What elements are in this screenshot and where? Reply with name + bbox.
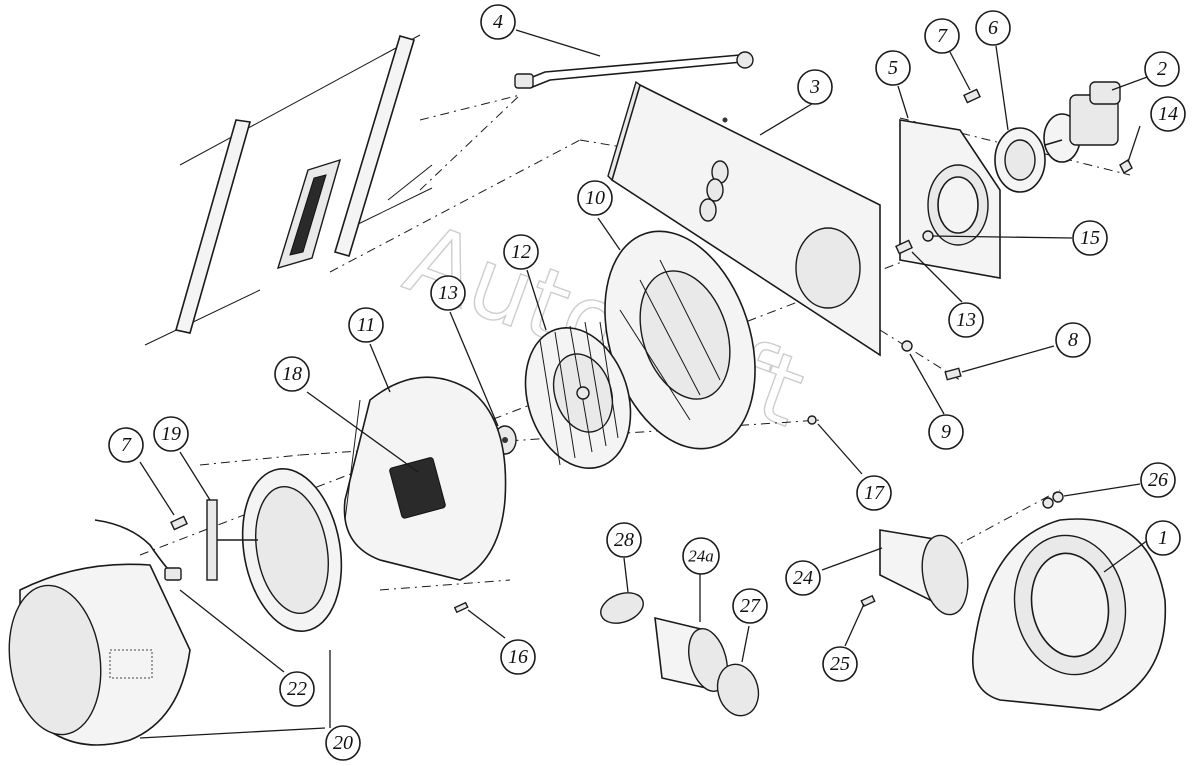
leader-lines: [139, 29, 1151, 739]
callout-18: 17: [856, 475, 892, 511]
callout-25: 25: [822, 646, 858, 682]
part-28-clamp: [600, 592, 644, 624]
callout-24: 24: [785, 560, 821, 596]
svg-text:27: 27: [740, 595, 761, 617]
svg-text:24a: 24a: [688, 547, 714, 566]
part-24a-coupling: [654, 616, 728, 692]
part-11-housing-front: [343, 376, 507, 581]
callout-27: 27: [732, 588, 768, 624]
callout-19: 18: [274, 356, 310, 392]
callout-26: 26: [1140, 462, 1176, 498]
svg-text:14: 14: [1158, 103, 1178, 125]
callout-12: 12: [503, 234, 539, 270]
callout-28: 28: [606, 522, 642, 558]
callout-16: 15: [1072, 220, 1108, 256]
svg-text:25: 25: [830, 653, 850, 675]
part-24-adaptor: [879, 529, 969, 616]
svg-text:5: 5: [888, 57, 898, 79]
svg-text:13: 13: [956, 309, 976, 331]
svg-text:1: 1: [1158, 527, 1168, 549]
part-3-mounting-plate: [607, 80, 881, 357]
callout-2: 2: [1144, 51, 1180, 87]
part-10-housing-back: [604, 230, 756, 450]
part-12-blower-wheel: [524, 321, 632, 469]
svg-text:4: 4: [493, 11, 503, 33]
svg-text:7: 7: [937, 25, 948, 47]
part-6-gasket: [994, 127, 1046, 193]
svg-text:24: 24: [793, 567, 813, 589]
callout-10: 10: [577, 180, 613, 216]
callout-20: 19: [153, 416, 189, 452]
svg-text:26: 26: [1148, 469, 1168, 491]
callout-9: 9: [928, 414, 964, 450]
svg-text:28: 28: [614, 529, 634, 551]
svg-text:9: 9: [941, 421, 951, 443]
svg-text:18: 18: [282, 363, 302, 385]
svg-text:11: 11: [357, 314, 376, 336]
part-22-ring: [241, 468, 343, 632]
part-23-sensor: [94, 519, 182, 581]
part-5-adapter-plate: [899, 119, 1001, 279]
svg-text:13: 13: [438, 282, 458, 304]
svg-text:20: 20: [333, 732, 353, 754]
part-27-clamp: [716, 663, 760, 717]
callout-17: 16: [500, 639, 536, 675]
callout-23: 22: [279, 671, 315, 707]
callout-1: 1: [1145, 520, 1181, 556]
callout-14: 13: [948, 302, 984, 338]
part-1-housing-outlet: [971, 518, 1167, 711]
svg-text:7: 7: [121, 434, 132, 456]
svg-text:8: 8: [1068, 329, 1078, 351]
callout-5: 5: [875, 50, 911, 86]
svg-text:10: 10: [585, 187, 605, 209]
callout-15: 14: [1150, 96, 1186, 132]
callout-11: 11: [348, 307, 384, 343]
part-4-tube: [514, 51, 754, 89]
svg-text:17: 17: [864, 482, 885, 504]
svg-text:15: 15: [1080, 227, 1100, 249]
fasteners: [170, 88, 1133, 614]
part-2-valve-motor: [1043, 81, 1121, 163]
svg-text:12: 12: [511, 241, 531, 263]
svg-text:22: 22: [287, 678, 307, 700]
callout-3: 3: [797, 69, 833, 105]
callout-7-left: 7: [108, 427, 144, 463]
svg-text:3: 3: [809, 76, 820, 98]
callout-7-top: 7: [924, 18, 960, 54]
callout-13: 13: [430, 275, 466, 311]
svg-text:6: 6: [988, 17, 998, 39]
callout-24a: 24a: [682, 537, 720, 575]
part-22-cover: [8, 563, 191, 746]
part-20-bracket: [206, 499, 258, 581]
svg-text:2: 2: [1157, 58, 1167, 80]
callout-8: 8: [1055, 322, 1091, 358]
callout-4: 4: [480, 4, 516, 40]
callout-6: 6: [975, 10, 1011, 46]
callout-22: 20: [325, 725, 361, 761]
mounting-frame: [144, 34, 433, 346]
svg-text:16: 16: [508, 646, 528, 668]
svg-text:19: 19: [161, 423, 181, 445]
